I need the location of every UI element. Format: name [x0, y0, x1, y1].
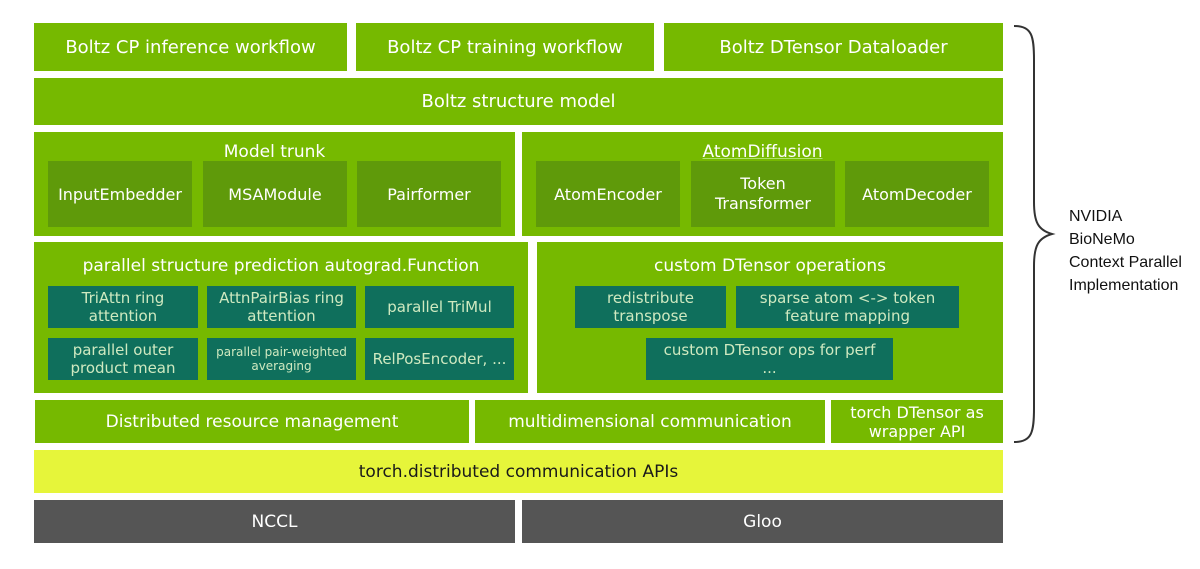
side-label: NVIDIA BioNeMo Context Parallel Implemen… [1069, 208, 1182, 294]
nccl-box: NCCL [34, 500, 515, 543]
multidim-comm-box: multidimensional communication [475, 400, 825, 443]
parallel-trimul-box: parallel TriMul [365, 286, 514, 328]
attnpairbias-ring-box: AttnPairBias ring attention [207, 286, 356, 328]
token-transformer-box: Token Transformer [691, 161, 835, 227]
parallel-autograd-title: parallel structure prediction autograd.F… [82, 256, 480, 276]
atom-diffusion-title: AtomDiffusion [702, 142, 823, 162]
torch-distributed-box: torch.distributed communication APIs [34, 450, 1003, 493]
dtensor-ops-title: custom DTensor operations [654, 256, 886, 276]
input-embedder-box: InputEmbedder [48, 161, 192, 227]
model-trunk-title: Model trunk [223, 142, 326, 162]
atom-decoder-box: AtomDecoder [845, 161, 989, 227]
dataloader-box: Boltz DTensor Dataloader [664, 23, 1003, 71]
custom-dtensor-perf-box: custom DTensor ops for perf ... [646, 338, 893, 380]
training-workflow-box: Boltz CP training workflow [356, 23, 654, 71]
pair-weighted-averaging-box: parallel pair-weighted averaging [207, 338, 356, 380]
atom-encoder-box: AtomEncoder [536, 161, 680, 227]
sparse-atom-token-box: sparse atom <-> token feature mapping [736, 286, 959, 328]
triattn-ring-box: TriAttn ring attention [48, 286, 198, 328]
structure-model-box: Boltz structure model [34, 78, 1003, 125]
inference-workflow-box: Boltz CP inference workflow [34, 23, 347, 71]
outer-product-mean-box: parallel outer product mean [48, 338, 198, 380]
resource-management-box: Distributed resource management [35, 400, 469, 443]
msa-module-box: MSAModule [203, 161, 347, 227]
pairformer-box: Pairformer [357, 161, 501, 227]
dtensor-wrapper-box: torch DTensor as wrapper API [831, 400, 1003, 443]
gloo-box: Gloo [522, 500, 1003, 543]
relpos-encoder-box: RelPosEncoder, ... [365, 338, 514, 380]
redistribute-transpose-box: redistribute transpose [575, 286, 726, 328]
curly-brace-icon [1013, 25, 1056, 443]
